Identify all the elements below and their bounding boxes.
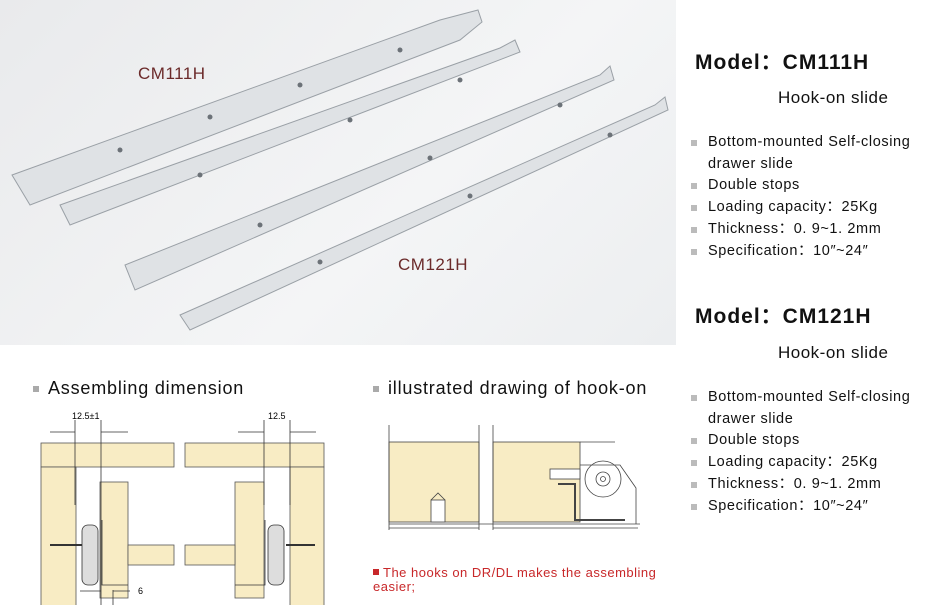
feature-item: Bottom-mounted Self-closing drawer slide — [690, 132, 929, 175]
feature-item: Double stops — [690, 430, 929, 452]
feature-item: Bottom-mounted Self-closing drawer slide — [690, 387, 929, 430]
hookon-heading: illustrated drawing of hook-on — [373, 378, 647, 399]
feature-item: Specification：10″~24″ — [690, 241, 929, 263]
dim-bottom: 6 — [138, 586, 143, 596]
model-title-1: Model：CM111H — [695, 51, 870, 74]
feature-list-2: Bottom-mounted Self-closing drawer slide… — [690, 387, 929, 517]
assembling-title: Assembling dimension — [48, 378, 245, 398]
dim-left: 12.5±1 — [72, 411, 99, 421]
feature-item: Double stops — [690, 175, 929, 197]
assembling-diagram: 12.5±1 12.5 6 — [40, 411, 325, 605]
feature-item: Loading capacity：25Kg — [690, 197, 929, 219]
product-photo: CM111H CM121H — [0, 0, 676, 345]
model-type-2: Hook-on slide — [778, 343, 889, 362]
feature-item: Thickness：0. 9~1. 2mm — [690, 219, 929, 241]
feature-item: Loading capacity：25Kg — [690, 452, 929, 474]
assembling-heading: Assembling dimension — [33, 378, 244, 399]
hookon-title: illustrated drawing of hook-on — [388, 378, 648, 398]
dim-right: 12.5 — [268, 411, 286, 421]
drawer-slides-image — [11, 9, 669, 331]
feature-item: Specification：10″~24″ — [690, 496, 929, 518]
hookon-diagram — [388, 425, 640, 530]
model-title-2: Model：CM121H — [695, 305, 872, 328]
feature-list-1: Bottom-mounted Self-closing drawer slide… — [690, 132, 929, 262]
hookon-note-text: The hooks on DR/DL makes the assembling … — [373, 565, 657, 594]
hookon-note: The hooks on DR/DL makes the assembling … — [373, 566, 693, 594]
photo-label-cm111h: CM111H — [138, 64, 206, 83]
feature-item: Thickness：0. 9~1. 2mm — [690, 474, 929, 496]
model-type-1: Hook-on slide — [778, 88, 889, 107]
photo-label-cm121h: CM121H — [398, 255, 469, 274]
